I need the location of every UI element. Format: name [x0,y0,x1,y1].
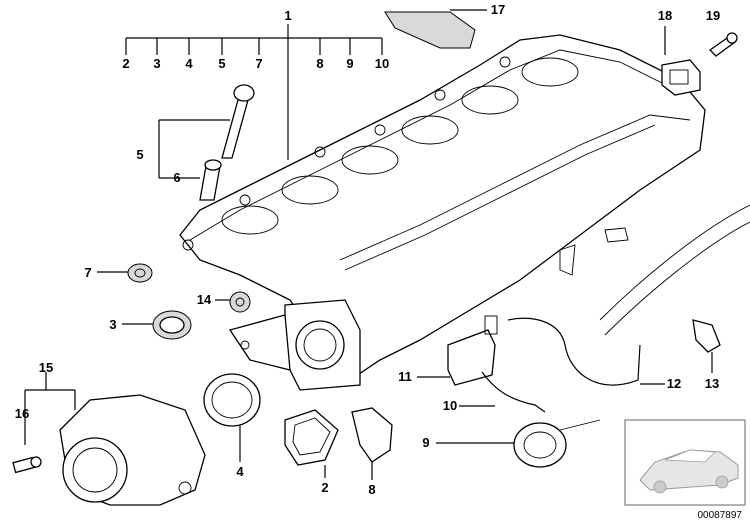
label-5-top: 5 [218,56,225,71]
valve-part-11 [447,315,498,386]
hose-part-10 [481,371,546,413]
sleeve-part-6 [199,159,222,201]
label-16: 16 [15,406,29,421]
label-4: 4 [236,464,244,479]
label-1: 1 [284,8,291,23]
callout-labels: 1 2 3 4 5 7 8 9 10 17 18 19 5 6 7 14 3 1… [15,2,720,497]
gasket-part-4 [203,373,261,427]
screw-part-16 [12,456,42,474]
background-hose [599,204,750,336]
sensor-part-18 [661,59,701,96]
label-3: 3 [109,317,116,332]
label-6: 6 [173,170,180,185]
label-7-top: 7 [255,56,262,71]
label-3-top: 3 [153,56,160,71]
label-8-top: 8 [316,56,323,71]
label-2-top: 2 [122,56,129,71]
hose-part-12 [507,317,641,386]
throttle-body-part-15 [59,394,206,506]
ring-part-7 [127,263,153,283]
ring-part-3 [152,310,192,340]
intake-manifold [179,34,706,391]
screw-part-19 [708,32,738,57]
label-19: 19 [706,8,720,23]
label-2: 2 [321,480,328,495]
seal-part-14 [229,291,251,313]
label-18: 18 [658,8,672,23]
label-10-top: 10 [375,56,389,71]
clip-part-13 [692,319,721,353]
label-8: 8 [368,482,375,497]
gasket-part-2 [284,409,339,466]
connector-part-8 [351,407,393,463]
actuator-part-9 [513,419,601,468]
label-9: 9 [422,435,429,450]
label-11: 11 [398,369,412,384]
label-14: 14 [197,292,212,307]
cover-part-17 [384,11,476,49]
label-5: 5 [136,147,143,162]
label-9-top: 9 [346,56,353,71]
label-10: 10 [443,398,457,413]
label-15: 15 [39,360,53,375]
label-13: 13 [705,376,719,391]
label-17: 17 [491,2,505,17]
label-7: 7 [84,265,91,280]
label-12: 12 [667,376,681,391]
bolt-part-5 [221,84,255,159]
vehicle-thumbnail [624,419,746,506]
leader-lines [24,9,713,480]
reference-code: 00087897 [698,510,743,521]
label-4-top: 4 [185,56,193,71]
